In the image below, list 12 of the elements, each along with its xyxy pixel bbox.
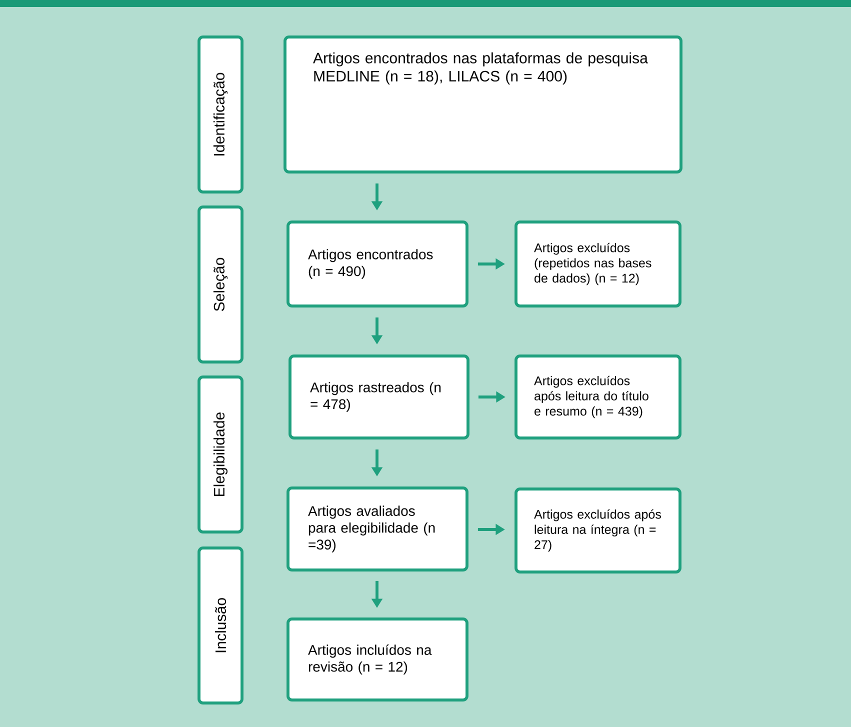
process-box: Artigos incluídos na revisão (n = 12) [286,618,468,702]
phase-label-box: Seleção [198,206,244,364]
phase-label-box: Inclusão [198,546,244,704]
exclusion-box: Artigos excluídos após leitura na íntegra (n = 27) [514,488,682,574]
process-box: Artigos encontrados nas plataformas de pesquisa MEDLINE (n = 18), LILACS (n = 400) [284,36,682,174]
phase-label-box: Identificação [198,36,244,194]
process-box: Artigos avaliados para elegibilidade (n =39) [286,486,468,572]
process-box: Artigos encontrados (n = 490) [286,220,468,308]
exclusion-box: Artigos excluídos (repetidos nas bases de dados) (n = 12) [514,220,682,308]
phase-label-box: Elegibilidade [198,376,244,534]
process-box: Artigos rastreados (n = 478) [288,354,470,440]
exclusion-box: Artigos excluídos após leitura do título e resumo (n = 439) [514,354,682,440]
